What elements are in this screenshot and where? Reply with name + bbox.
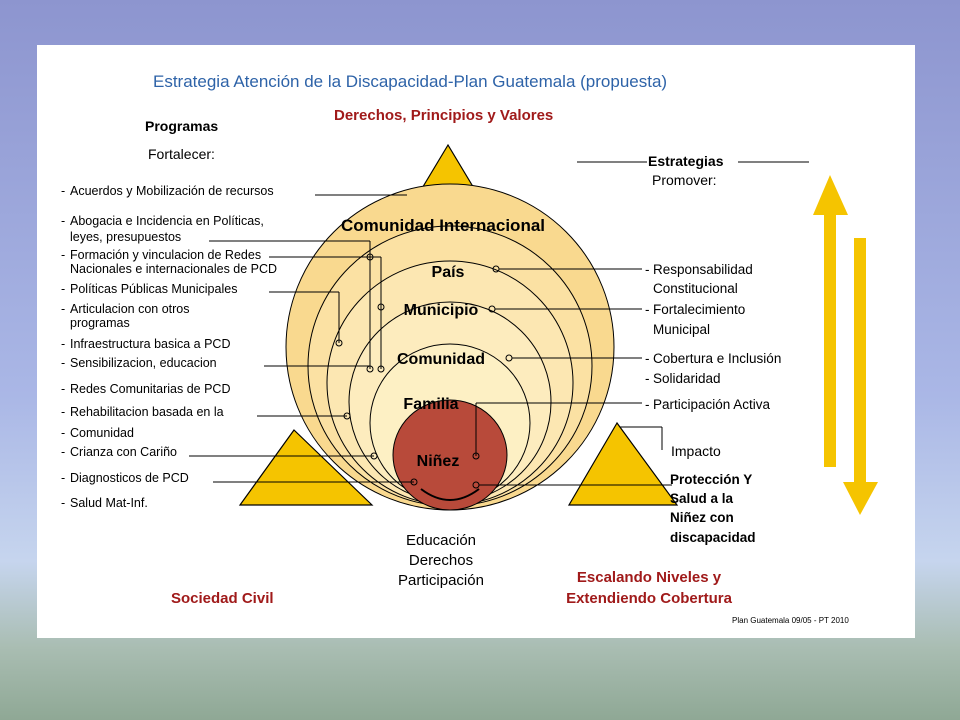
impact-text: Protección Y Salud a la Niñez con discap… xyxy=(670,472,756,545)
triangle-bottom-left xyxy=(238,429,374,506)
strategy-item: -Cobertura e Inclusión xyxy=(645,351,781,366)
program-text: Nacionales e internacionales de PCD xyxy=(70,262,277,276)
program-bullet: - xyxy=(61,248,65,262)
program-text: Políticas Públicas Municipales xyxy=(70,282,237,296)
svg-text:discapacidad: discapacidad xyxy=(670,530,756,545)
strategy-text: Responsabilidad xyxy=(653,262,753,277)
programs-list: -Acuerdos y Mobilización de recursos-Abo… xyxy=(61,184,277,510)
program-item: -Infraestructura basica a PCD xyxy=(61,337,231,351)
svg-text:Educación: Educación xyxy=(406,532,476,549)
strategy-item: -Solidaridad xyxy=(645,371,721,386)
slide-title: Estrategia Atención de la Discapacidad-P… xyxy=(153,72,667,91)
program-text: Acuerdos y Mobilización de recursos xyxy=(70,184,274,198)
strategy-text: Constitucional xyxy=(653,281,738,296)
program-text: Articulacion con otros xyxy=(70,302,190,316)
program-bullet: - xyxy=(61,471,65,485)
arrow-down-icon xyxy=(843,238,878,515)
program-item: -Abogacia e Incidencia en Políticas, leye… xyxy=(61,214,264,244)
program-text: Rehabilitacion basada en la xyxy=(70,405,224,419)
program-item: -Formación y vinculacion de RedesNaciona… xyxy=(61,248,277,276)
program-text: Diagnosticos de PCD xyxy=(70,471,189,485)
program-text: programas xyxy=(70,316,130,330)
strategy-bullet: - xyxy=(645,371,650,386)
program-text: Infraestructura basica a PCD xyxy=(70,337,231,351)
program-text: Salud Mat-Inf. xyxy=(70,496,148,510)
strategies-title: Estrategias xyxy=(648,153,724,169)
top-label: Derechos, Principios y Valores xyxy=(334,107,553,124)
program-item: -Crianza con Cariño xyxy=(61,445,177,459)
strategy-text: Cobertura e Inclusión xyxy=(653,351,781,366)
bottom-left-label: Sociedad Civil xyxy=(171,590,274,607)
slide: Estrategia Atención de la Discapacidad-P… xyxy=(37,45,915,638)
program-bullet: - xyxy=(61,214,65,228)
strategies-subtitle: Promover: xyxy=(652,172,717,188)
strategy-diagram: Estrategia Atención de la Discapacidad-P… xyxy=(61,72,878,625)
bottom-right-line1: Escalando Niveles y xyxy=(577,569,722,586)
program-item: -Rehabilitacion basada en la xyxy=(61,405,224,419)
smile-icon xyxy=(420,488,480,501)
program-bullet: - xyxy=(61,356,65,370)
program-bullet: - xyxy=(61,382,65,396)
strategy-text: Municipal xyxy=(653,322,710,337)
strategy-bullet: - xyxy=(645,262,650,277)
program-item: -Políticas Públicas Municipales xyxy=(61,282,237,296)
program-bullet: - xyxy=(61,405,65,419)
strategy-bullet: - xyxy=(645,351,650,366)
label-comunidad: Comunidad xyxy=(397,351,485,368)
program-bullet: - xyxy=(61,445,65,459)
program-item: -Diagnosticos de PCD xyxy=(61,471,189,485)
strategies-list: -ResponsabilidadConstitucional-Fortaleci… xyxy=(645,262,781,412)
program-item: -Salud Mat-Inf. xyxy=(61,496,148,510)
circle-ninez xyxy=(392,399,508,511)
svg-text:Derechos: Derechos xyxy=(409,552,473,569)
label-familia: Familia xyxy=(403,396,458,413)
svg-text:Protección Y: Protección Y xyxy=(670,472,752,487)
programs-title: Programas xyxy=(145,118,218,134)
strategy-text: Participación Activa xyxy=(653,397,771,412)
strategy-connectors xyxy=(472,265,672,489)
program-item: -Acuerdos y Mobilización de recursos xyxy=(61,184,274,198)
program-text: Comunidad xyxy=(70,426,134,440)
strategy-bullet: - xyxy=(645,397,650,412)
label-pais: País xyxy=(432,264,465,281)
program-text: Redes Comunitarias de PCD xyxy=(70,382,231,396)
program-connectors xyxy=(189,194,418,486)
program-bullet: - xyxy=(61,302,65,316)
programs-subtitle: Fortalecer: xyxy=(148,146,215,162)
strategy-text: Fortalecimiento xyxy=(653,302,745,317)
program-bullet: - xyxy=(61,282,65,296)
program-text: Sensibilizacion, educacion xyxy=(70,356,217,370)
program-bullet: - xyxy=(61,184,65,198)
svg-text:Salud a la: Salud a la xyxy=(670,491,734,506)
impact-label: Impacto xyxy=(671,443,721,459)
program-item: -Redes Comunitarias de PCD xyxy=(61,382,231,396)
svg-text:Participación: Participación xyxy=(398,572,484,589)
strategy-bullet: - xyxy=(645,302,650,317)
svg-text:Niñez con: Niñez con xyxy=(670,510,734,525)
program-bullet: - xyxy=(61,337,65,351)
strategy-text: Solidaridad xyxy=(653,371,721,386)
program-bullet: - xyxy=(61,496,65,510)
bottom-right-line2: Extendiendo Cobertura xyxy=(566,590,733,607)
label-ninez: Niñez xyxy=(417,453,460,470)
center-bottom-text: Educación Derechos Participación xyxy=(398,532,484,589)
program-item: -Sensibilizacion, educacion xyxy=(61,356,217,370)
program-text: leyes, presupuestos xyxy=(70,230,181,244)
program-item: -Comunidad xyxy=(61,426,134,440)
label-municipio: Municipio xyxy=(404,302,479,319)
program-bullet: - xyxy=(61,426,65,440)
strategy-item: -Participación Activa xyxy=(645,397,771,412)
arrow-up-icon xyxy=(813,175,848,467)
label-comunidad-internacional: Comunidad Internacional xyxy=(341,216,545,235)
footnote: Plan Guatemala 09/05 - PT 2010 xyxy=(732,616,849,625)
program-text: Crianza con Cariño xyxy=(70,445,177,459)
program-text: Abogacia e Incidencia en Políticas, xyxy=(70,214,264,228)
program-text: Formación y vinculacion de Redes xyxy=(70,248,261,262)
